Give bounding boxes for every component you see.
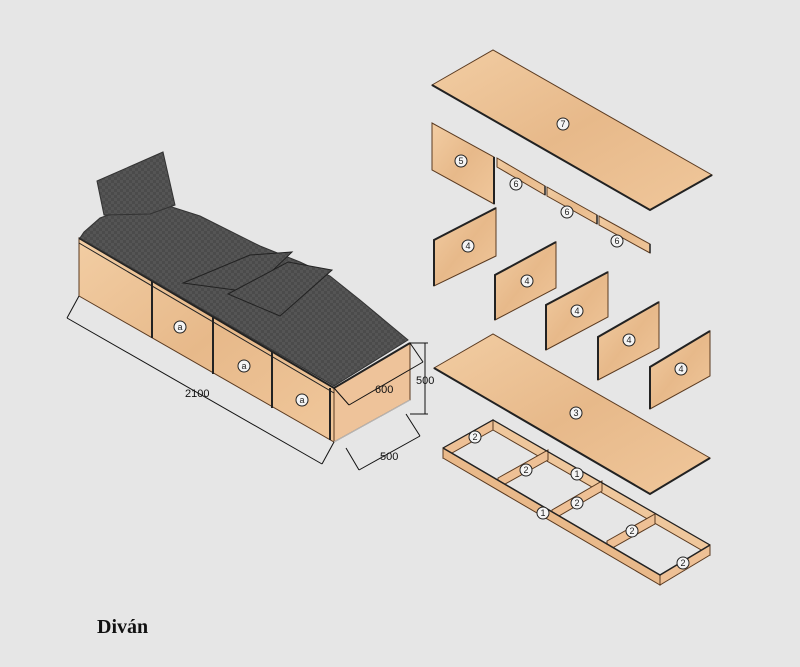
svg-text:2: 2 bbox=[472, 432, 477, 442]
part-label-end-panel: 5 bbox=[454, 154, 468, 168]
svg-text:4: 4 bbox=[524, 276, 529, 286]
part-label-frame-cross-3: 2 bbox=[570, 496, 584, 510]
sofa-cushion-1 bbox=[181, 251, 294, 293]
part-label-frame-long-front: 1 bbox=[536, 506, 550, 520]
svg-text:500: 500 bbox=[416, 375, 434, 387]
drawer-label-1: a bbox=[173, 320, 187, 334]
dimension-length: 2100 bbox=[66, 295, 335, 465]
part-label-rail-1: 6 bbox=[509, 177, 523, 191]
svg-text:2: 2 bbox=[680, 558, 685, 568]
svg-text:3: 3 bbox=[573, 408, 578, 418]
part-label-drawer-front-1: 4 bbox=[461, 239, 475, 253]
part-label-drawer-front-2: 4 bbox=[520, 274, 534, 288]
svg-text:1: 1 bbox=[574, 469, 579, 479]
svg-text:2: 2 bbox=[629, 526, 634, 536]
drawer-label-3: a bbox=[295, 393, 309, 407]
part-label-frame-cross-4: 2 bbox=[625, 524, 639, 538]
svg-text:6: 6 bbox=[614, 236, 619, 246]
svg-text:2: 2 bbox=[574, 498, 579, 508]
svg-text:4: 4 bbox=[678, 364, 683, 374]
part-label-bottom-board: 3 bbox=[569, 406, 583, 420]
svg-text:4: 4 bbox=[626, 335, 631, 345]
drawer-label-2: a bbox=[237, 359, 251, 373]
part-label-frame-long-back: 1 bbox=[570, 467, 584, 481]
part-label-rail-3: 6 bbox=[610, 234, 624, 248]
svg-text:a: a bbox=[177, 322, 182, 332]
sofa-back-pillow bbox=[96, 151, 176, 216]
assembled-sofa: a a a 2100 600 500 bbox=[66, 151, 434, 471]
part-label-top-board: 7 bbox=[556, 117, 570, 131]
part-7-top-board bbox=[430, 49, 714, 212]
part-6-rails bbox=[496, 157, 651, 254]
svg-text:4: 4 bbox=[574, 306, 579, 316]
svg-text:5: 5 bbox=[458, 156, 463, 166]
page-title: Diván bbox=[97, 616, 149, 638]
part-label-frame-cross-1: 2 bbox=[468, 430, 482, 444]
svg-text:500: 500 bbox=[380, 451, 398, 463]
svg-text:7: 7 bbox=[560, 119, 565, 129]
part-label-frame-cross-5: 2 bbox=[676, 556, 690, 570]
sofa-cushion-2 bbox=[226, 261, 334, 317]
dimension-height: 500 bbox=[410, 342, 434, 415]
part-labels: 7 5 6 6 6 4 4 4 4 4 3 2 2 2 2 2 1 1 bbox=[454, 117, 690, 570]
svg-text:6: 6 bbox=[513, 179, 518, 189]
part-label-drawer-front-3: 4 bbox=[570, 304, 584, 318]
part-label-frame-cross-2: 2 bbox=[519, 463, 533, 477]
svg-text:4: 4 bbox=[465, 241, 470, 251]
svg-text:1: 1 bbox=[540, 508, 545, 518]
svg-text:a: a bbox=[241, 361, 246, 371]
svg-text:6: 6 bbox=[564, 207, 569, 217]
svg-text:2: 2 bbox=[523, 465, 528, 475]
dimension-depth: 600 bbox=[333, 342, 424, 406]
part-label-drawer-front-4: 4 bbox=[622, 333, 636, 347]
part-label-rail-2: 6 bbox=[560, 205, 574, 219]
part-label-drawer-front-5: 4 bbox=[674, 362, 688, 376]
svg-text:2100: 2100 bbox=[185, 388, 209, 400]
svg-text:a: a bbox=[299, 395, 304, 405]
dimension-base-depth: 500 bbox=[333, 399, 421, 471]
svg-text:600: 600 bbox=[375, 384, 393, 396]
